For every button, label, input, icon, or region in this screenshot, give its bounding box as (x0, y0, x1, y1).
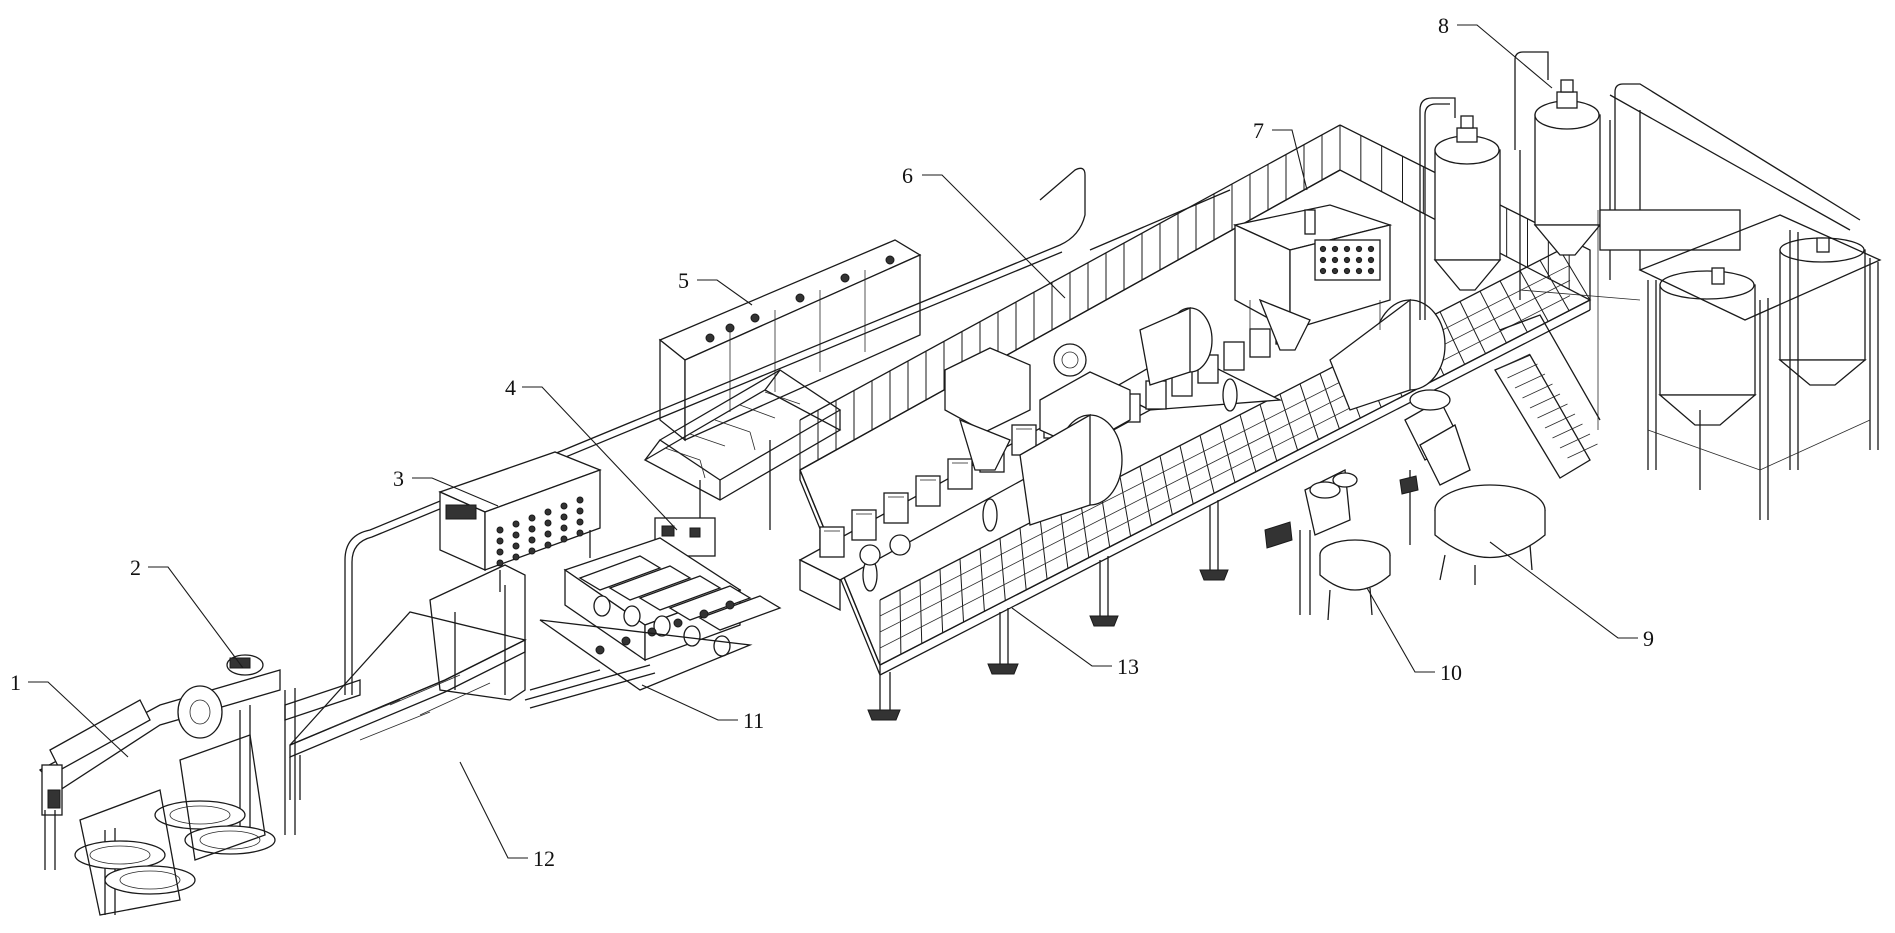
front-guard-railing (879, 249, 1591, 666)
leader-lines (28, 24, 1638, 859)
callout-labels: 1 2 3 4 5 6 7 8 9 10 11 12 13 (10, 13, 1654, 871)
callout-7: 7 (1253, 118, 1264, 143)
overhead-pipe (344, 167, 1086, 695)
belt-press-unit (524, 537, 782, 709)
extruder-assembly (798, 298, 1446, 612)
callout-6: 6 (902, 163, 913, 188)
overhead-pipe-inner (351, 251, 1063, 695)
callout-4: 4 (505, 375, 516, 400)
feeder-hopper-cabinet (1232, 204, 1393, 351)
pipe-to-silo (1089, 189, 1231, 251)
control-cabinets (658, 239, 922, 442)
callout-13: 13 (1117, 654, 1139, 679)
callout-12: 12 (533, 846, 555, 871)
callout-9: 9 (1643, 626, 1654, 651)
callout-10: 10 (1440, 660, 1462, 685)
storage-silos (1419, 51, 1882, 520)
callout-3: 3 (393, 466, 404, 491)
mixing-tank-small (1264, 468, 1391, 621)
control-box (438, 451, 602, 592)
back-guard-railing (799, 124, 1591, 471)
callout-5: 5 (678, 268, 689, 293)
callout-11: 11 (743, 708, 764, 733)
winding-station (38, 654, 296, 916)
mixing-tank-large (1399, 389, 1546, 585)
callout-8: 8 (1438, 13, 1449, 38)
callout-2: 2 (130, 555, 141, 580)
cooling-frame (284, 564, 527, 800)
callout-1: 1 (10, 670, 21, 695)
